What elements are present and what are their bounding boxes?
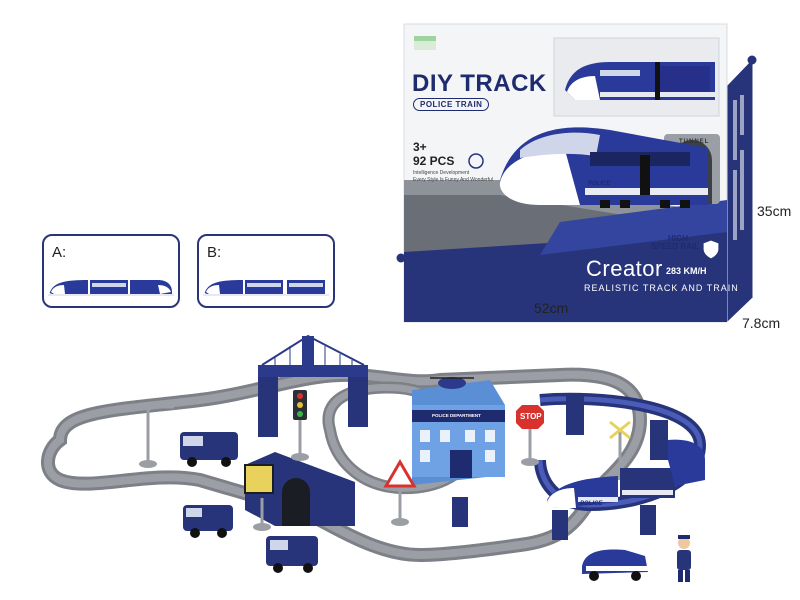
police-van [266, 536, 318, 573]
piece-count: 92 PCS [413, 154, 455, 168]
police-car [582, 549, 648, 581]
traffic-light [291, 390, 309, 461]
stop-sign [516, 405, 544, 466]
tagline-2: Every Style Is Funny And Wonderful [413, 177, 493, 183]
box-train-label: POLICE [588, 181, 611, 187]
tunnel [244, 452, 355, 526]
playset-train [547, 439, 705, 508]
box-tunnel-label: TUNNEL [679, 139, 710, 145]
speed-label: 283 KM/H [666, 266, 707, 276]
brand-logo: Creator [586, 256, 663, 281]
stop-sign-text: STOP [520, 412, 542, 421]
box-subtitle: POLICE TRAIN [413, 98, 490, 111]
pointer-dot [396, 253, 406, 263]
high-speed-label-1: HIGH- [668, 234, 691, 243]
police-department-sign: POLICE DEPARTMENT [432, 413, 481, 418]
tagline-1: Intelligence Development [413, 170, 470, 176]
dimension-depth: 7.8cm [742, 315, 781, 331]
high-speed-label-2: SPEED RAIL [651, 242, 700, 251]
age-rating: 3+ [413, 140, 427, 154]
playset [41, 334, 707, 582]
dimension-width: 52cm [534, 300, 569, 316]
variant-b-card: B: [197, 234, 335, 308]
variant-b-label: B: [207, 244, 222, 261]
variant-a-card: A: [42, 234, 180, 308]
police-department-building [412, 380, 505, 485]
police-figure [677, 535, 691, 582]
variant-a-label: A: [52, 244, 67, 261]
variant-b-train-icon [203, 280, 329, 296]
playset-train-label: POLICE [580, 501, 603, 507]
variant-a-train-icon [48, 280, 174, 296]
dimension-height: 35cm [757, 203, 792, 219]
product-box [396, 23, 757, 323]
police-van [180, 432, 238, 467]
slogan: REALISTIC TRACK AND TRAIN [584, 283, 739, 293]
suspension-bridge [258, 334, 368, 437]
police-van [183, 505, 233, 538]
box-title: DIY TRACK [412, 70, 547, 97]
